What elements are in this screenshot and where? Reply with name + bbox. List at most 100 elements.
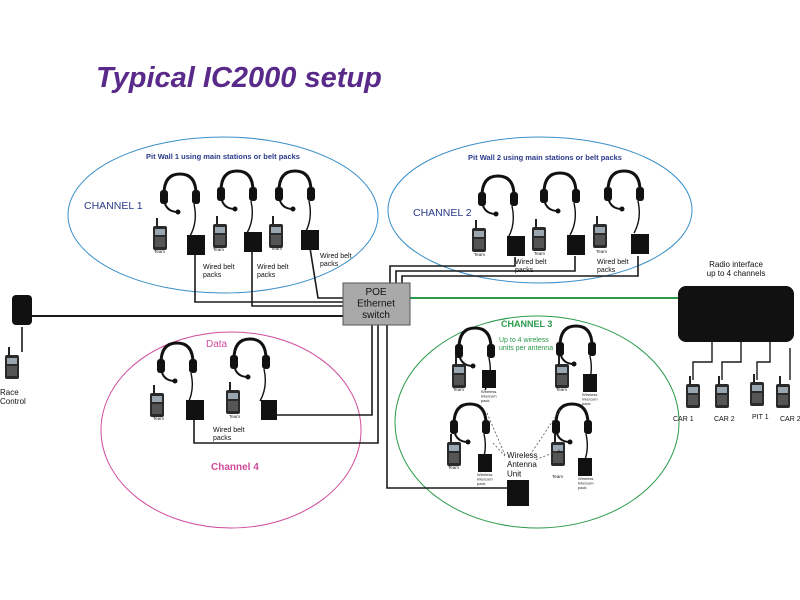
radio-wire-2 [721,340,742,380]
radio-antenna [596,216,598,224]
ch3-team-label-2: Team [556,387,567,392]
radio-label-3: PIT 1 [752,414,769,421]
radio-screen [752,385,762,391]
right-earcup [584,420,592,434]
radio-label-4: CAR 2 [780,416,800,423]
ch3-team-label-3: Team [448,465,459,470]
pw1-belt-pack-icon-3 [301,230,319,250]
radio-wire-3 [756,340,771,380]
radio-screen [7,358,17,364]
radio-label-2: CAR 2 [714,416,735,423]
right-earcup [307,187,315,201]
headset-cable [304,200,312,234]
pw2-headset-icon-2 [540,171,580,236]
radio-keypad [553,453,563,463]
left-earcup [160,190,168,204]
right-earcup [192,190,200,204]
radio-keypad [557,375,567,385]
pw2-radio-icon-2 [532,219,546,251]
pw2-radio-icon-3 [593,216,607,248]
pw1-belt-pack-icon-1 [187,235,205,255]
radio-keypad [454,375,464,385]
left-earcup [217,187,225,201]
headband [159,341,195,364]
radio-screen [778,387,788,393]
radio-screen [454,367,464,373]
data-group-ellipse [100,331,362,529]
headband [480,174,516,197]
mic-capsule [232,206,238,212]
interface-radio-icon-2 [715,376,729,408]
race-control-radio-icon [5,347,19,379]
left-earcup [230,355,238,369]
data-headset-icon-1 [157,341,197,406]
right-earcup [588,342,596,356]
wireless-link-3 [529,409,561,456]
mic-capsule [172,378,178,384]
radio-antenna [8,347,10,355]
mic-capsule [567,439,573,445]
ch3-wireless-pack-icon-3 [478,454,492,472]
interface-radio-icon-4 [776,376,790,408]
mic-capsule [245,374,251,380]
radio-screen [717,387,727,393]
channel-1-label: CHANNEL 1 [84,200,143,212]
headset-cable [189,203,197,237]
pit-wall-2-wire-1 [389,257,516,283]
ch3-wireless-pack-icon-2 [583,374,597,392]
ch3-team-label-1: Team [453,387,464,392]
left-earcup [455,344,463,358]
radio-keypad [228,401,238,411]
headband [452,402,488,425]
pw2-belt-pack-icon-1 [507,236,525,256]
radio-antenna [216,216,218,224]
poe-switch-box [342,282,411,326]
radio-screen [228,393,238,399]
radio-keypad [595,235,605,245]
ch3-radio-icon-3 [447,434,461,466]
radio-antenna [535,219,537,227]
channel-4-label: Channel 4 [211,462,259,473]
ch3-radio-icon-1 [452,356,466,388]
radio-screen [215,227,225,233]
radio-antenna [475,220,477,228]
radio-antenna [455,356,457,364]
page-title: Typical IC2000 setup [96,62,382,94]
right-earcup [510,192,518,206]
ch3-radio-icon-4 [551,434,565,466]
pit-wall-1-wire-3 [309,247,343,299]
left-earcup [604,187,612,201]
wireless-link-1 [486,412,506,456]
pit-wall-1-wire-1 [194,253,343,303]
radio-label-1: CAR 1 [673,416,694,423]
pw2-headset-icon-1 [478,174,518,239]
right-earcup [487,344,495,358]
channel-3-wire [386,325,507,489]
headset-cable [633,200,641,234]
radio-screen [553,445,563,451]
pw2-belt-pack-icon-3 [631,234,649,254]
headband [542,171,578,194]
radio-screen [474,231,484,237]
data-radio-icon-2 [226,382,240,414]
pit-wall-1-wire-2 [251,250,343,307]
mic-capsule [175,209,181,215]
radio-screen [271,227,281,233]
radio-antenna [689,376,691,384]
antenna-unit-icon [507,480,529,506]
pit-wall-2-wire-3 [401,256,639,283]
right-earcup [572,189,580,203]
radio-wire-1 [692,340,713,380]
radio-keypad [534,238,544,248]
radio-screen [152,396,162,402]
data-belt-pack-icon-2 [261,400,277,420]
ch3-wireless-pack-icon-4 [578,458,592,476]
pw1-headset-icon-2 [217,169,257,234]
